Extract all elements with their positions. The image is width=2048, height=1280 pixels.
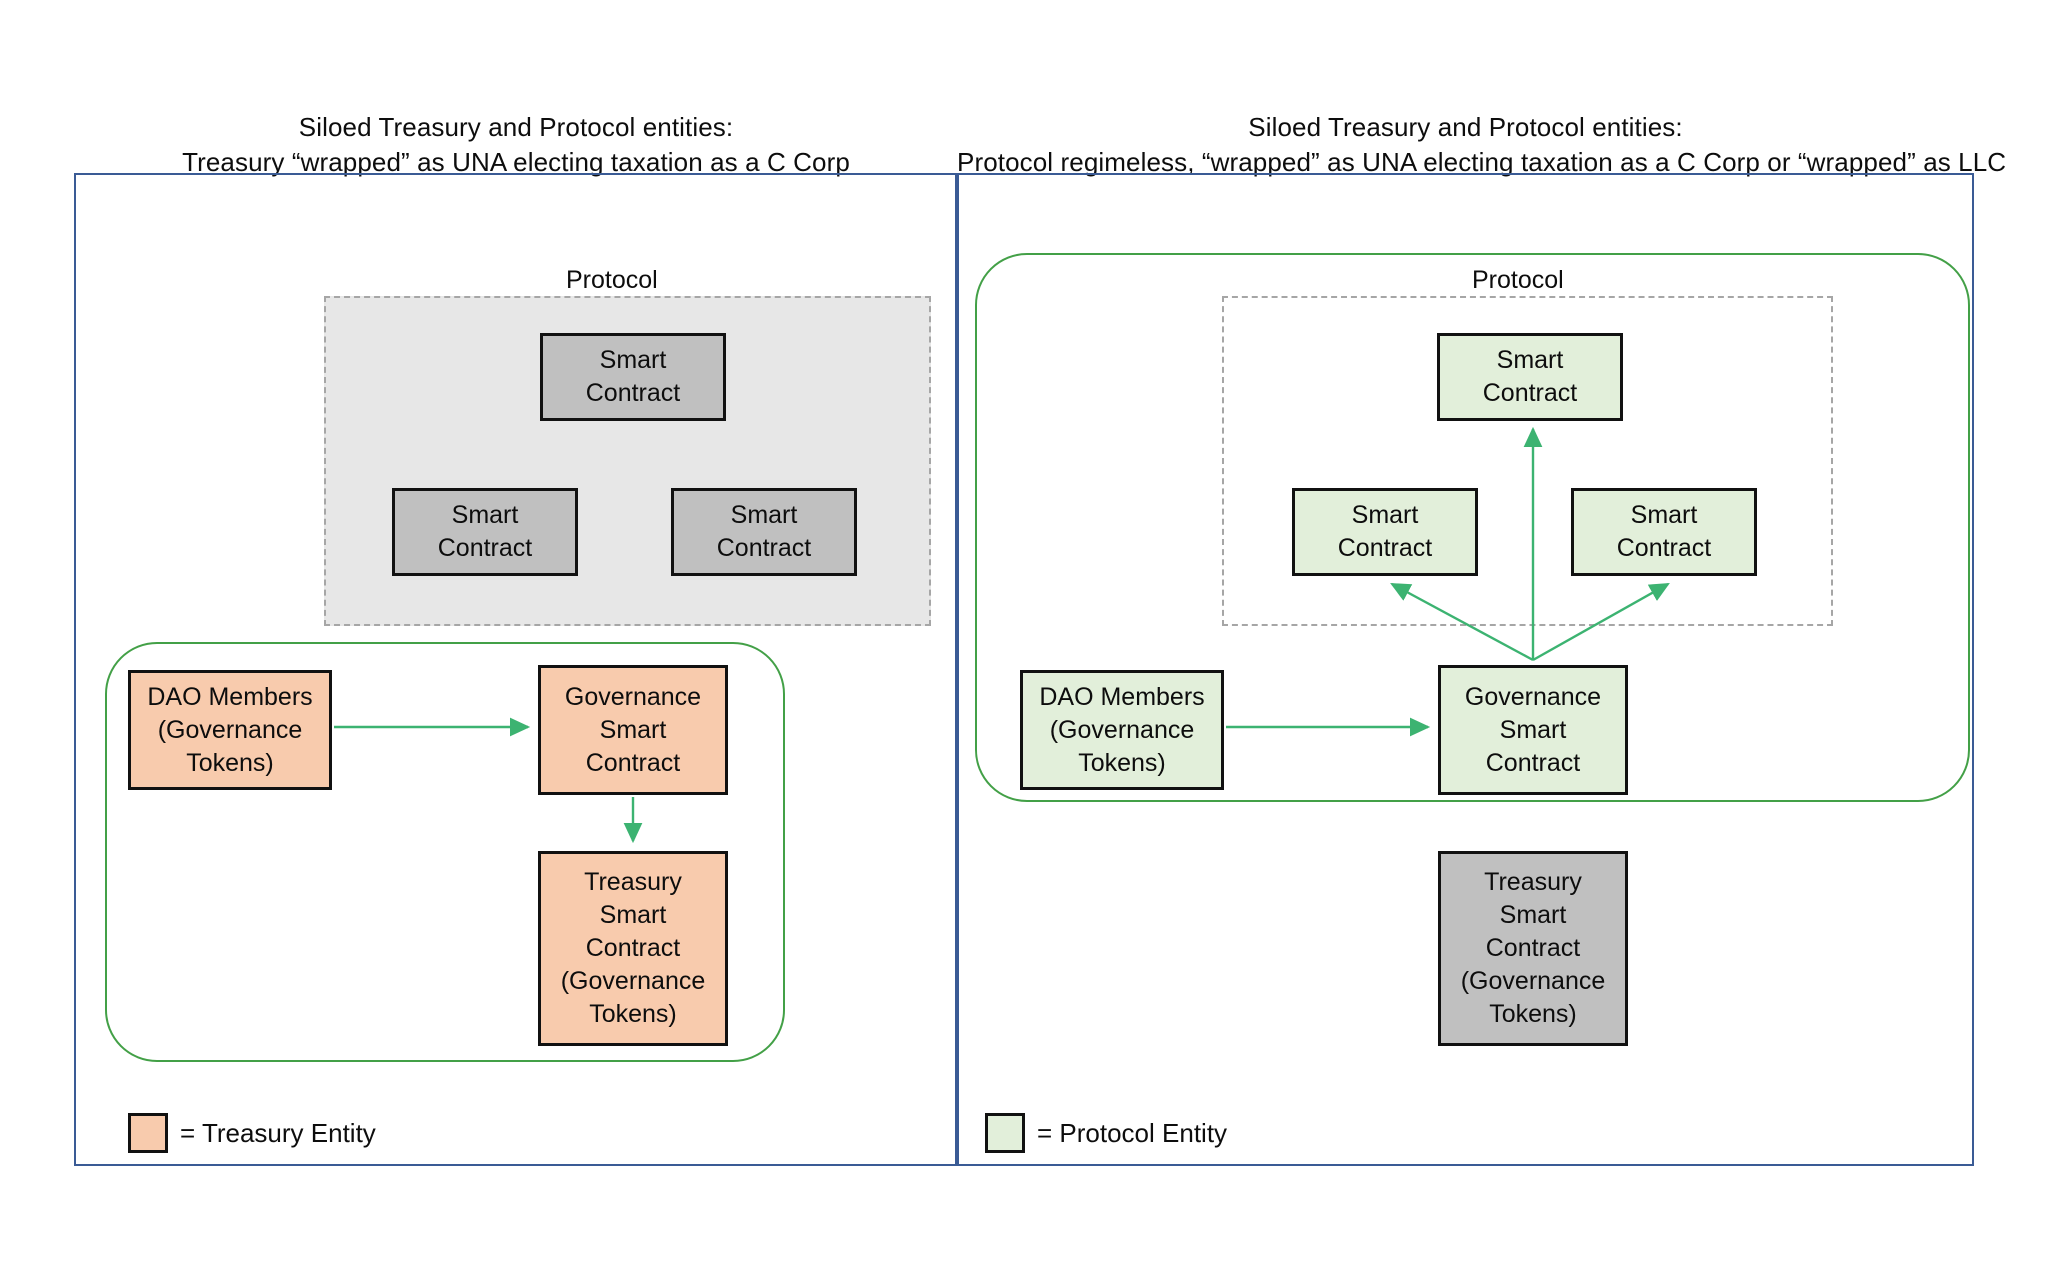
right-panel (957, 173, 1974, 1166)
left-smart-contract-right: Smart Contract (671, 488, 857, 576)
right-protocol-label: Protocol (1466, 265, 1570, 295)
right-treasury-line1: Treasury (1484, 868, 1582, 896)
left-smart-contract-top-line1: Smart (599, 346, 667, 374)
right-panel-title-line1: Siloed Treasury and Protocol entities: (1248, 112, 1683, 142)
right-dao-members-line3: Tokens) (1078, 748, 1166, 777)
left-panel-title: Siloed Treasury and Protocol entities: T… (74, 110, 958, 180)
left-smart-contract-left-line2: Contract (437, 534, 533, 562)
right-governance-line3: Contract (1485, 748, 1581, 777)
left-legend-label: = Treasury Entity (180, 1118, 376, 1148)
left-governance-line3: Contract (585, 748, 681, 777)
right-protocol-entity-boundary (975, 253, 1970, 802)
right-smart-contract-left-line2: Contract (1337, 534, 1433, 562)
right-panel-title-line2: Protocol regimeless, “wrapped” as UNA el… (957, 147, 2007, 177)
left-treasury-entity-boundary (105, 642, 785, 1062)
left-smart-contract-right-line2: Contract (716, 534, 812, 562)
left-smart-contract-left-line1: Smart (451, 501, 519, 529)
right-smart-contract-left-line1: Smart (1351, 501, 1419, 529)
left-smart-contract-right-line1: Smart (730, 501, 798, 529)
right-smart-contract-right: Smart Contract (1571, 488, 1757, 576)
left-smart-contract-top: Smart Contract (540, 333, 726, 421)
right-dao-members: DAO Members (Governance Tokens) (1020, 670, 1224, 790)
left-smart-contract-top-line2: Contract (585, 379, 681, 407)
right-governance-smart-contract: Governance Smart Contract (1438, 665, 1628, 795)
left-treasury-line5: Tokens) (589, 1000, 677, 1028)
left-dao-members-line1: DAO Members (147, 682, 313, 711)
left-dao-members-line3: Tokens) (186, 748, 274, 777)
left-panel-title-line1: Siloed Treasury and Protocol entities: (298, 112, 734, 142)
right-dao-members-line2: (Governance (1049, 715, 1195, 744)
left-legend: = Treasury Entity (128, 1113, 376, 1153)
right-governance-line1: Governance (1464, 682, 1602, 711)
right-governance-line2: Smart (1499, 715, 1567, 744)
left-treasury-line1: Treasury (584, 868, 682, 896)
left-legend-swatch (128, 1113, 168, 1153)
left-treasury-line3: Contract (585, 934, 681, 962)
left-governance-line1: Governance (564, 682, 702, 711)
right-dao-members-line1: DAO Members (1039, 682, 1205, 711)
left-dao-members-line2: (Governance (157, 715, 303, 744)
right-treasury-line4: (Governance (1460, 967, 1606, 995)
right-legend-label: = Protocol Entity (1037, 1118, 1228, 1148)
right-legend-swatch (985, 1113, 1025, 1153)
right-panel-title: Siloed Treasury and Protocol entities: P… (957, 110, 2007, 180)
right-legend: = Protocol Entity (985, 1113, 1227, 1153)
right-smart-contract-top-line1: Smart (1496, 346, 1564, 374)
left-treasury-line2: Smart (599, 901, 667, 929)
right-smart-contract-left: Smart Contract (1292, 488, 1478, 576)
right-smart-contract-right-line1: Smart (1630, 501, 1698, 529)
right-treasury-line5: Tokens) (1489, 1000, 1577, 1028)
right-treasury-line2: Smart (1499, 901, 1567, 929)
left-panel (74, 173, 957, 1166)
left-treasury-smart-contract: Treasury Smart Contract (Governance Toke… (538, 851, 728, 1046)
left-panel-title-line2: Treasury “wrapped” as UNA electing taxat… (182, 147, 850, 177)
right-treasury-line3: Contract (1485, 934, 1581, 962)
right-smart-contract-top: Smart Contract (1437, 333, 1623, 421)
left-protocol-label: Protocol (560, 265, 664, 295)
left-treasury-line4: (Governance (560, 967, 706, 995)
left-governance-line2: Smart (599, 715, 667, 744)
right-treasury-smart-contract: Treasury Smart Contract (Governance Toke… (1438, 851, 1628, 1046)
right-smart-contract-right-line2: Contract (1616, 534, 1712, 562)
right-smart-contract-top-line2: Contract (1482, 379, 1578, 407)
left-governance-smart-contract: Governance Smart Contract (538, 665, 728, 795)
left-smart-contract-left: Smart Contract (392, 488, 578, 576)
left-dao-members: DAO Members (Governance Tokens) (128, 670, 332, 790)
